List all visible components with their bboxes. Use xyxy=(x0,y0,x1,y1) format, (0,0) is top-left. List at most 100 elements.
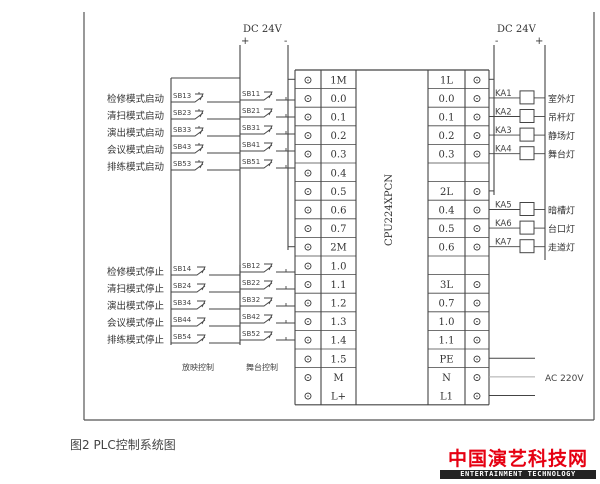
stop-mode-label: 清扫模式停止 xyxy=(107,283,165,295)
right-terminal-label: 0.2 xyxy=(439,131,455,142)
left-terminal-label: 1.1 xyxy=(331,280,347,291)
terminal-screw-icon: ⊙ xyxy=(303,334,312,347)
right-terminal-label: PE xyxy=(439,354,453,365)
logo-english-text: ENTERTAINMENT TECHNOLOGY xyxy=(440,470,596,479)
relay-label: KA2 xyxy=(495,108,512,118)
pushbutton-label: SB14 xyxy=(173,265,192,273)
relay-label: KA7 xyxy=(495,238,512,248)
right-terminal-label: 0.3 xyxy=(439,150,455,161)
pushbutton-icon xyxy=(240,280,295,290)
right-terminal-label: L1 xyxy=(440,392,453,403)
left-terminal-label: 1.5 xyxy=(331,354,347,365)
start-mode-label: 排练模式启动 xyxy=(107,161,164,173)
terminal-screw-icon: ⊙ xyxy=(472,111,481,124)
pushbutton-icon xyxy=(240,142,295,152)
left-terminal-label: 0.4 xyxy=(331,168,347,179)
logo-chinese-text: 中国演艺科技网 xyxy=(447,448,588,470)
site-logo[interactable]: 中国演艺科技网 ENTERTAINMENT TECHNOLOGY xyxy=(440,449,596,479)
relay-label: KA3 xyxy=(495,126,512,136)
left-terminal-label: 2M xyxy=(330,243,347,254)
left-terminal-label: 0.5 xyxy=(331,187,347,198)
right-terminal-label: 0.7 xyxy=(439,299,455,310)
group-label-stage: 舞台控制 xyxy=(246,362,278,372)
pushbutton-label: SB42 xyxy=(242,313,260,321)
left-terminal-label: 1.0 xyxy=(331,261,347,272)
terminal-screw-icon: ⊙ xyxy=(472,148,481,161)
left-terminal-label: 1.3 xyxy=(331,317,347,328)
relay-label: KA6 xyxy=(495,219,512,229)
left-dc-label: DC 24V xyxy=(243,24,283,35)
terminal-screw-icon: ⊙ xyxy=(303,390,312,403)
start-mode-label: 演出模式启动 xyxy=(107,127,164,139)
terminal-screw-icon: ⊙ xyxy=(303,204,312,217)
left-dc-minus: - xyxy=(284,36,287,47)
pushbutton-icon xyxy=(171,126,240,137)
stop-mode-label: 演出模式停止 xyxy=(107,300,165,312)
terminal-screw-icon: ⊙ xyxy=(472,241,481,254)
pushbutton-icon xyxy=(171,92,240,103)
terminal-screw-icon: ⊙ xyxy=(472,352,481,365)
pushbutton-label: SB54 xyxy=(173,333,192,341)
right-terminal-label: 0.5 xyxy=(439,224,455,235)
pushbutton-icon xyxy=(240,297,295,307)
pushbutton-icon xyxy=(171,300,240,310)
right-terminal-label: 3L xyxy=(440,280,453,291)
pushbutton-icon xyxy=(171,317,240,327)
pushbutton-icon xyxy=(240,331,295,341)
terminal-screw-icon: ⊙ xyxy=(303,129,312,142)
right-terminal-label: 1L xyxy=(440,75,453,86)
pushbutton-label: SB43 xyxy=(173,143,191,151)
lamp-load-label: 走道灯 xyxy=(548,242,575,254)
terminal-screw-icon: ⊙ xyxy=(303,241,312,254)
start-mode-label: 检修模式启动 xyxy=(107,93,164,105)
left-terminal-label: M xyxy=(333,373,343,384)
pushbutton-label: SB53 xyxy=(173,160,191,168)
pushbutton-icon xyxy=(240,108,295,118)
terminal-screw-icon: ⊙ xyxy=(303,222,312,235)
left-terminal-label: 1.4 xyxy=(331,336,347,347)
right-terminal-label: 0.0 xyxy=(439,94,455,105)
left-terminal-label: 1M xyxy=(330,75,347,86)
pushbutton-label: SB12 xyxy=(242,262,260,270)
left-terminal-label: 1.2 xyxy=(331,299,347,310)
pushbutton-label: SB22 xyxy=(242,279,260,287)
terminal-screw-icon: ⊙ xyxy=(472,73,481,86)
terminal-screw-icon: ⊙ xyxy=(303,92,312,105)
pushbutton-label: SB23 xyxy=(173,109,191,117)
pushbutton-label: SB11 xyxy=(242,90,260,98)
lamp-load-label: 吊杆灯 xyxy=(548,112,575,124)
start-mode-label: 清扫模式启动 xyxy=(107,110,164,122)
right-terminal-label: 2L xyxy=(440,187,453,198)
pushbutton-icon xyxy=(240,159,295,169)
relay-coil-icon xyxy=(519,90,535,105)
pushbutton-icon xyxy=(240,263,295,273)
right-dc-plus: + xyxy=(535,36,543,47)
right-dc-label: DC 24V xyxy=(497,24,537,35)
left-terminal-label: 0.2 xyxy=(331,131,347,142)
lamp-load-label: 舞台灯 xyxy=(548,149,575,161)
pushbutton-label: SB31 xyxy=(242,124,260,132)
pushbutton-icon xyxy=(240,91,295,101)
pushbutton-label: SB34 xyxy=(173,299,192,307)
pushbutton-label: SB21 xyxy=(242,107,260,115)
terminal-screw-icon: ⊙ xyxy=(472,129,481,142)
pushbutton-label: SB44 xyxy=(173,316,192,324)
pushbutton-icon xyxy=(171,334,240,344)
stop-mode-label: 会议模式停止 xyxy=(107,317,165,329)
pushbutton-icon xyxy=(171,109,240,120)
right-terminal-label: 1.1 xyxy=(439,336,455,347)
stop-mode-label: 排练模式停止 xyxy=(107,334,165,346)
terminal-screw-icon: ⊙ xyxy=(472,371,481,384)
terminal-screw-icon: ⊙ xyxy=(303,352,312,365)
terminal-screw-icon: ⊙ xyxy=(303,278,312,291)
left-terminal-label: 0.7 xyxy=(331,224,347,235)
terminal-screw-icon: ⊙ xyxy=(472,278,481,291)
start-mode-label: 会议模式启动 xyxy=(107,144,164,156)
terminal-screw-icon: ⊙ xyxy=(472,334,481,347)
stop-mode-label: 检修模式停止 xyxy=(107,266,165,278)
left-terminal-label: L+ xyxy=(331,392,346,403)
figure-caption: 图2 PLC控制系统图 xyxy=(70,438,176,452)
right-dc-minus: - xyxy=(495,36,498,47)
plc-model-label: CPU224XPCN xyxy=(384,174,395,246)
lamp-load-label: 台口灯 xyxy=(548,223,575,235)
